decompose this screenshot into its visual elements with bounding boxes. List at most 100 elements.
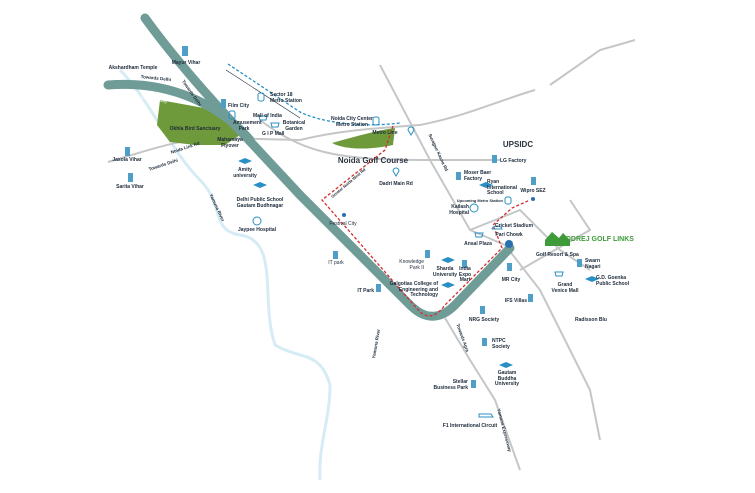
- place-sarita: Sarita Vihar: [116, 184, 144, 190]
- place-gip-mall: G I P Mall: [262, 131, 285, 137]
- place-mall-of-india: Mall of India: [253, 113, 282, 119]
- roads: [107, 39, 636, 471]
- graduation-icon: [253, 182, 267, 188]
- place-mahamaya: Mahamaya Flyover: [217, 137, 243, 149]
- dot-icon: [342, 213, 346, 217]
- place-mayur-vihar: Mayur Vihar: [171, 60, 201, 66]
- place-upsidc: UPSIDC: [502, 140, 534, 149]
- metro-line-label: Metro Line: [372, 130, 398, 136]
- building-icon: [462, 260, 467, 268]
- place-amusement-park: Amusement Park: [233, 120, 262, 132]
- hospital-icon: [252, 216, 262, 226]
- place-noida-golf-course: Noida Golf Course: [337, 156, 409, 165]
- building-icon: [221, 99, 226, 108]
- place-dps: Delhi Public School Gautam Budhnagar: [236, 197, 284, 209]
- place-noida-city-center: Noida City Center Metro Station: [331, 116, 373, 128]
- place-festival-city: Festival City: [329, 221, 357, 227]
- graduation-icon: [479, 182, 493, 188]
- building-icon: [128, 173, 133, 182]
- place-gd-goenka: G.D. Goenka Public School: [596, 275, 630, 287]
- place-amity: Amity university: [233, 167, 257, 179]
- building-icon: [480, 306, 485, 314]
- place-jaypee: Jaypee Hospital: [237, 227, 277, 233]
- place-it-park-1: IT park: [328, 260, 344, 266]
- place-film-city: Film City: [228, 103, 250, 109]
- metro-icon: [228, 110, 236, 120]
- place-botanical-garden: Botanical Garden: [282, 120, 306, 132]
- roundabout-icon: [505, 240, 513, 248]
- metro-icon: [372, 116, 380, 126]
- graduation-icons: [238, 158, 599, 368]
- place-gbu: Gautam Buddha University: [494, 370, 520, 387]
- place-it-park-2: IT Park: [357, 288, 374, 294]
- place-dadri: Dadri Main Rd: [379, 181, 413, 187]
- place-grand-venice: Grand Venice Mall: [551, 282, 579, 294]
- pin-icon: [407, 126, 415, 136]
- building-icon: [376, 284, 381, 292]
- graduation-icon: [441, 257, 455, 263]
- building-icon: [182, 46, 188, 56]
- okhla-bird-sanctuary: [157, 100, 240, 145]
- graduation-icon: [238, 158, 252, 164]
- building-icon: [577, 259, 582, 267]
- cart-icon: [258, 115, 268, 121]
- metro-icon: [257, 92, 265, 102]
- building-icon: [482, 338, 487, 346]
- hospital-icon: [469, 203, 479, 213]
- graduation-icon: [499, 362, 513, 368]
- metro-icon: [504, 196, 512, 205]
- project-name: GODREJ GOLF LINKS: [560, 236, 634, 243]
- place-nrg: NRG Society: [468, 317, 500, 323]
- place-ifs: IFS Villas: [504, 298, 527, 304]
- yamuna-river: [118, 68, 332, 481]
- building-icons: [125, 46, 582, 388]
- car-icon: [478, 413, 494, 418]
- building-icon: [492, 155, 497, 163]
- cart-icon: [554, 271, 564, 277]
- cart-icon: [270, 122, 280, 128]
- place-wipro: Wipro SEZ: [520, 188, 546, 194]
- place-galgotias: Galgotias College of Engineering and Tec…: [389, 281, 438, 298]
- place-mr-city: MR City: [501, 277, 521, 283]
- graduation-icon: [585, 276, 599, 282]
- place-ntpc: NTPC Society: [492, 338, 510, 350]
- place-f1: F1 International Circuit: [442, 423, 498, 429]
- place-sharda: Sharda University: [432, 266, 458, 278]
- building-icon: [333, 251, 338, 259]
- place-akshardham: Akshardham Temple: [108, 65, 158, 71]
- place-ansal: Ansal Plaza: [464, 241, 492, 247]
- place-okhla: Okhla Bird Sanctuary: [169, 126, 221, 132]
- building-icon: [528, 294, 533, 302]
- graduation-icon: [441, 282, 455, 288]
- building-icon: [507, 263, 512, 271]
- place-swarn-nagari: Swarn Nagari: [585, 258, 601, 270]
- building-icon: [456, 172, 461, 180]
- place-sector18-metro: Sector 18 Metro Station: [270, 92, 302, 104]
- building-icon: [425, 250, 430, 258]
- place-expo-mart: India Expo Mart: [458, 266, 472, 283]
- pin-icon: [392, 167, 400, 177]
- place-knowledge-park: Knowledge Park II: [399, 259, 424, 271]
- place-golf-resort: Golf Resort & Spa: [536, 252, 579, 258]
- place-lg: LG Factory: [500, 158, 527, 164]
- place-pari-chowk: Pari Chowk: [495, 232, 523, 238]
- stadium-icon: [491, 225, 503, 230]
- place-moser-baer: Moser Baer Factory: [464, 170, 492, 182]
- place-jasola: Jasola Vihar: [112, 157, 142, 163]
- place-kailash: Kailash Hospital: [449, 204, 469, 216]
- place-upcoming-metro: Upcoming Metro Station: [456, 198, 503, 203]
- house-icon: [545, 232, 570, 246]
- place-stellar: Stellar Business Park: [433, 379, 468, 391]
- place-ryan: Ryan International School: [487, 179, 518, 196]
- golf-course-green: [332, 128, 395, 149]
- building-icon: [531, 177, 536, 185]
- place-radisson: Radisson Blu: [575, 317, 607, 323]
- building-icon: [125, 147, 130, 156]
- cart-icon: [474, 232, 484, 238]
- noida-expressway: [103, 13, 515, 321]
- place-cricket: Cricket Stadium: [494, 223, 534, 229]
- metro-line: [227, 63, 401, 126]
- building-icon: [471, 380, 476, 388]
